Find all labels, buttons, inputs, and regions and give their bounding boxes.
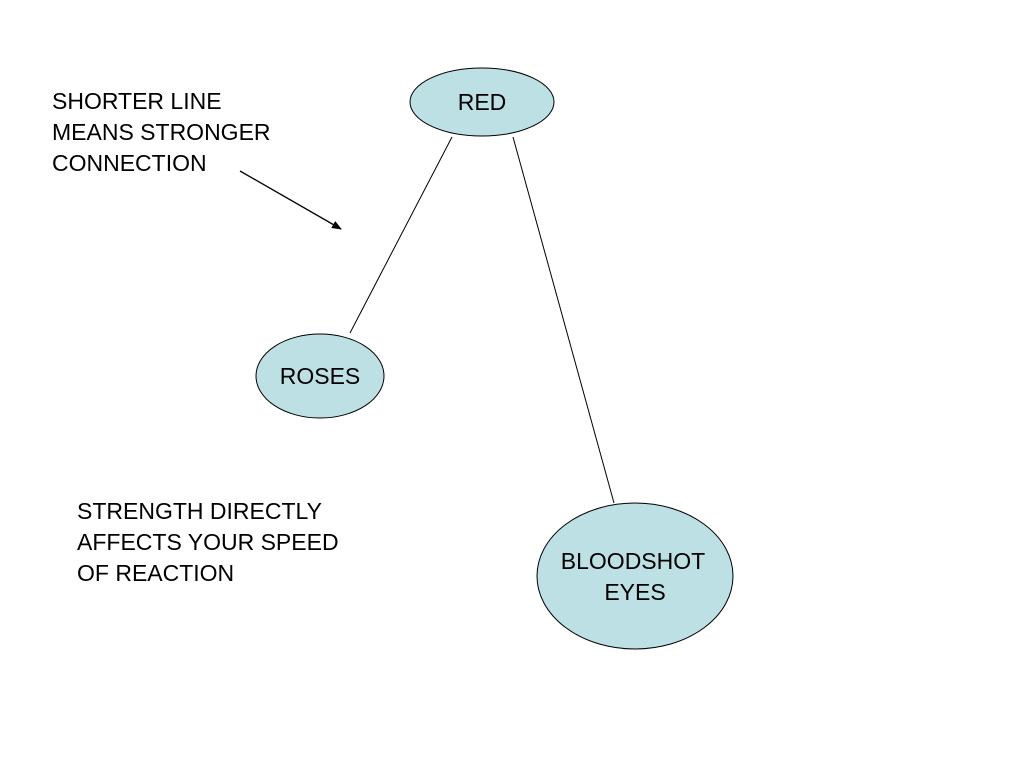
node-roses[interactable]: ROSES <box>255 333 385 419</box>
node-red-label: RED <box>458 89 507 115</box>
node-bloodshot-eyes[interactable]: BLOODSHOT EYES <box>536 502 734 650</box>
node-roses-shape <box>255 333 385 419</box>
edge-red-bloodshot-eyes <box>512 136 615 504</box>
note-strength-speed: STRENGTH DIRECTLY AFFECTS YOUR SPEED OF … <box>77 498 339 586</box>
node-red[interactable]: RED <box>409 67 555 137</box>
node-bloodshot-eyes-label-line2: EYES <box>604 579 665 605</box>
note-shorter-line: SHORTER LINE MEANS STRONGER CONNECTION <box>52 88 271 176</box>
node-red-shape <box>409 67 555 137</box>
annotation-arrow <box>239 170 342 230</box>
node-bloodshot-eyes-label-line1: BLOODSHOT <box>561 548 705 574</box>
edge-red-roses <box>349 136 453 334</box>
node-roses-label: ROSES <box>280 363 361 389</box>
node-bloodshot-eyes-shape <box>536 502 734 650</box>
